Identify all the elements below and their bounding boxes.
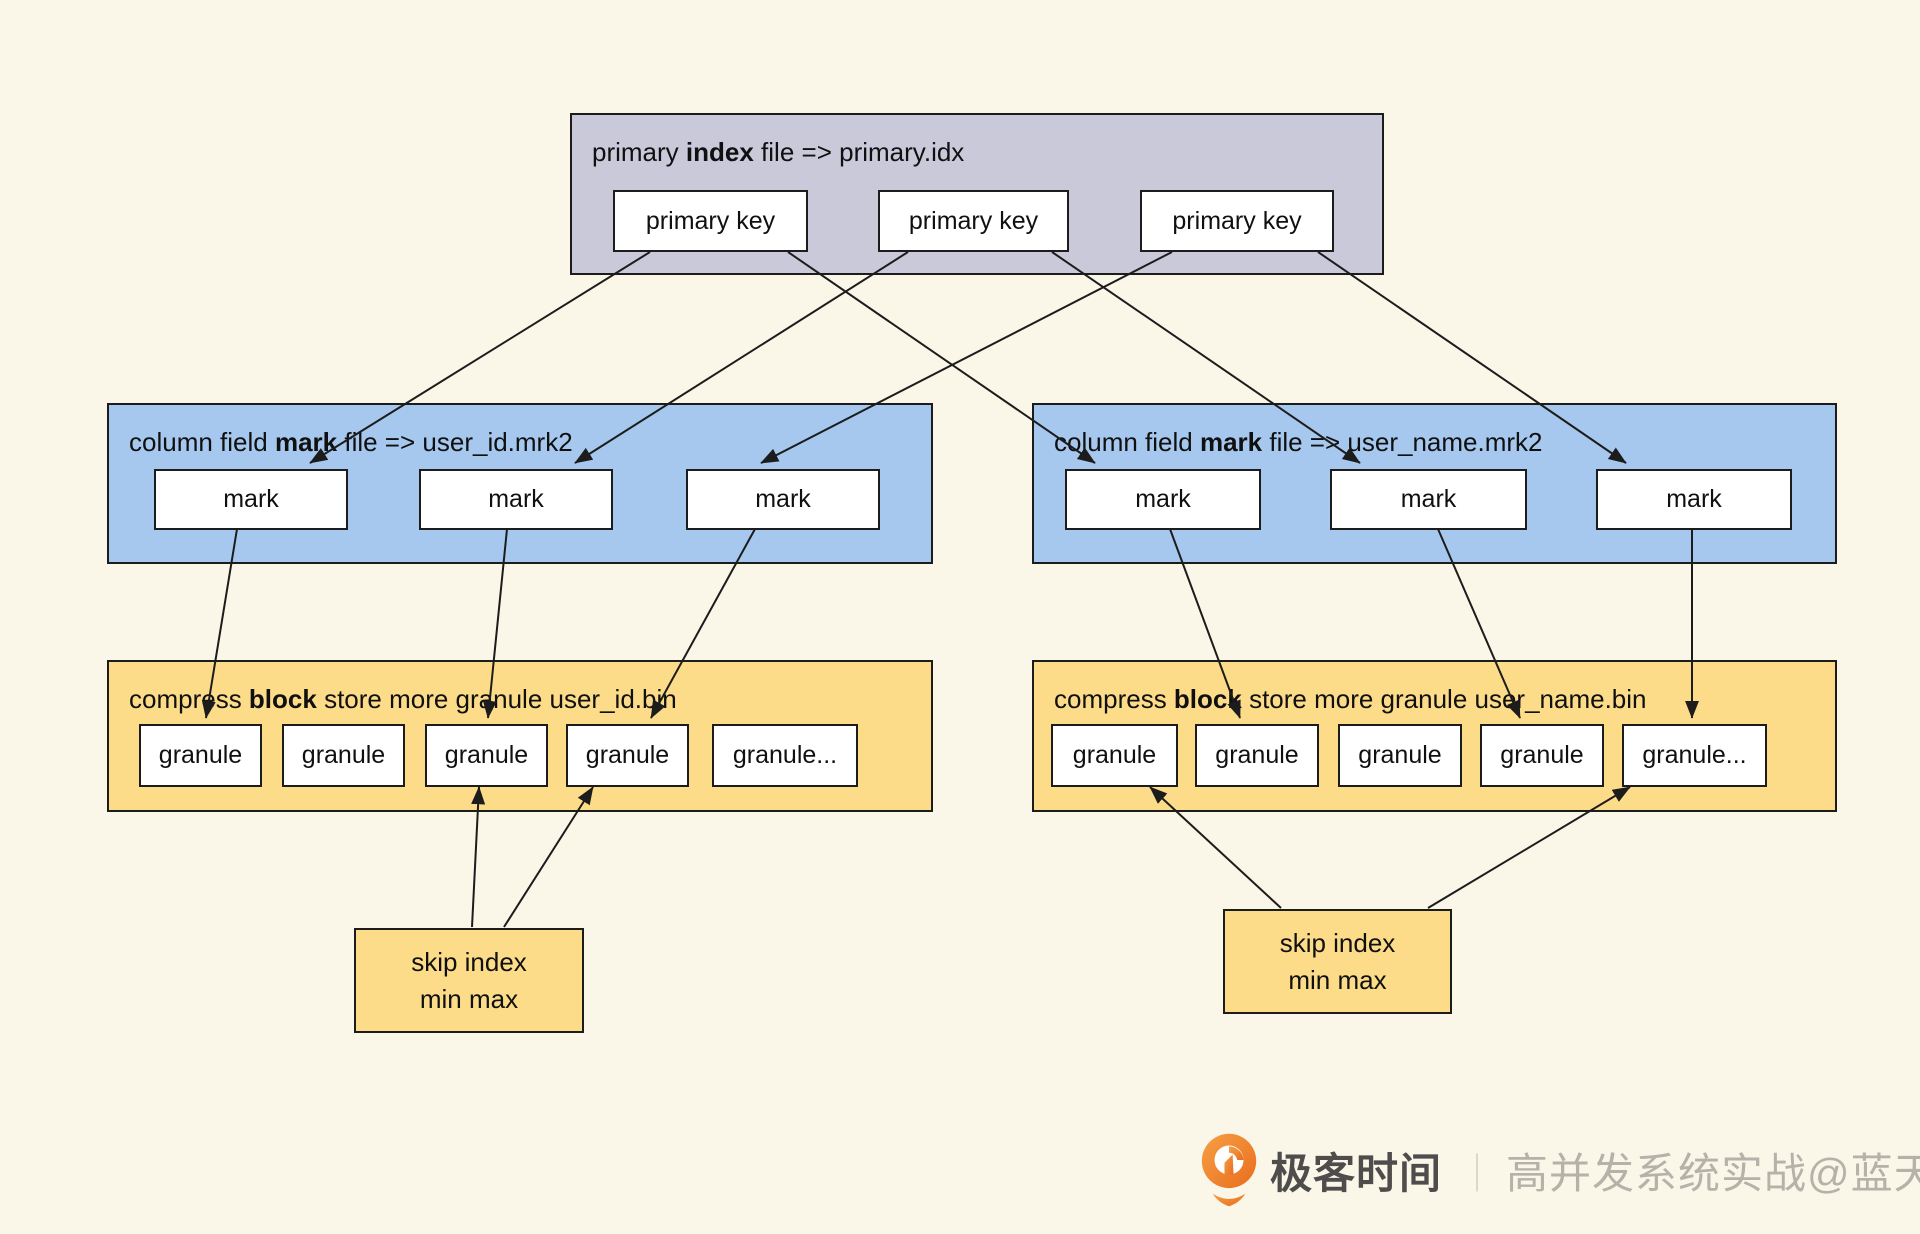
label-suffix: file => user_id.mrk2	[337, 427, 573, 457]
mark-file-box-user-name: column field mark file => user_name.mrk2…	[1032, 403, 1837, 564]
mark-node: mark	[1065, 469, 1261, 530]
skip-index-line1: skip index	[1279, 928, 1396, 959]
label-prefix: column field	[129, 427, 275, 457]
label-prefix: primary	[592, 137, 686, 167]
mark-node: mark	[1596, 469, 1792, 530]
granule-node: granule	[282, 724, 405, 787]
compress-block-label-user-id: compress block store more granule user_i…	[129, 684, 677, 715]
label-bold: mark	[1199, 427, 1263, 457]
compress-block-label-user-name: compress block store more granule user_n…	[1054, 684, 1647, 715]
compress-block-box-user-name: compress block store more granule user_n…	[1032, 660, 1837, 812]
skip-index-line2: min max	[419, 983, 519, 1014]
skip-index-box-left: skip index min max	[354, 928, 584, 1033]
label-suffix: store more granule user_id.bin	[316, 684, 677, 714]
primary-key-node: primary key	[878, 190, 1069, 252]
granule-node: granule	[1051, 724, 1178, 787]
primary-key-node: primary key	[1140, 190, 1334, 252]
label-bold: index	[685, 137, 754, 167]
label-bold: block	[1173, 684, 1242, 714]
watermark-course: 高并发系统实战@蓝天	[1506, 1149, 1920, 1197]
mark-node: mark	[154, 469, 348, 530]
skip-index-line2: min max	[1288, 964, 1387, 995]
mark-node: mark	[419, 469, 613, 530]
mark-file-box-user-id: column field mark file => user_id.mrk2 m…	[107, 403, 933, 564]
primary-index-file-box: primary index file => primary.idx primar…	[570, 113, 1384, 275]
granule-node: granule	[425, 724, 548, 787]
granule-node: granule	[566, 724, 689, 787]
label-suffix: store more granule user_name.bin	[1241, 684, 1647, 714]
mark-node: mark	[1330, 469, 1527, 530]
mark-file-label-user-name: column field mark file => user_name.mrk2	[1054, 427, 1542, 458]
granule-node: granule	[139, 724, 262, 787]
mark-file-label-user-id: column field mark file => user_id.mrk2	[129, 427, 573, 458]
skip-index-line1: skip index	[411, 947, 527, 978]
primary-key-node: primary key	[613, 190, 808, 252]
granule-node: granule	[1195, 724, 1319, 787]
mark-node: mark	[686, 469, 880, 530]
granule-node: granule	[1338, 724, 1462, 787]
compress-block-box-user-id: compress block store more granule user_i…	[107, 660, 933, 812]
granule-node: granule	[1480, 724, 1604, 787]
label-prefix: compress	[1054, 684, 1174, 714]
skip-index-box-right: skip index min max	[1223, 909, 1452, 1014]
primary-index-file-label: primary index file => primary.idx	[592, 137, 964, 168]
watermark-brand: 极客时间	[1270, 1149, 1443, 1197]
watermark-separator: ｜	[1458, 1153, 1497, 1196]
label-prefix: column field	[1054, 427, 1200, 457]
watermark: 极客时间 ｜ 高并发系统实战@蓝天	[1200, 1128, 1920, 1212]
label-bold: block	[248, 684, 317, 714]
label-suffix: file => user_name.mrk2	[1262, 427, 1543, 457]
granule-node: granule...	[712, 724, 858, 787]
geektime-logo	[1201, 1133, 1257, 1207]
label-suffix: file => primary.idx	[753, 137, 965, 167]
label-prefix: compress	[129, 684, 249, 714]
label-bold: mark	[274, 427, 338, 457]
granule-node: granule...	[1622, 724, 1767, 787]
